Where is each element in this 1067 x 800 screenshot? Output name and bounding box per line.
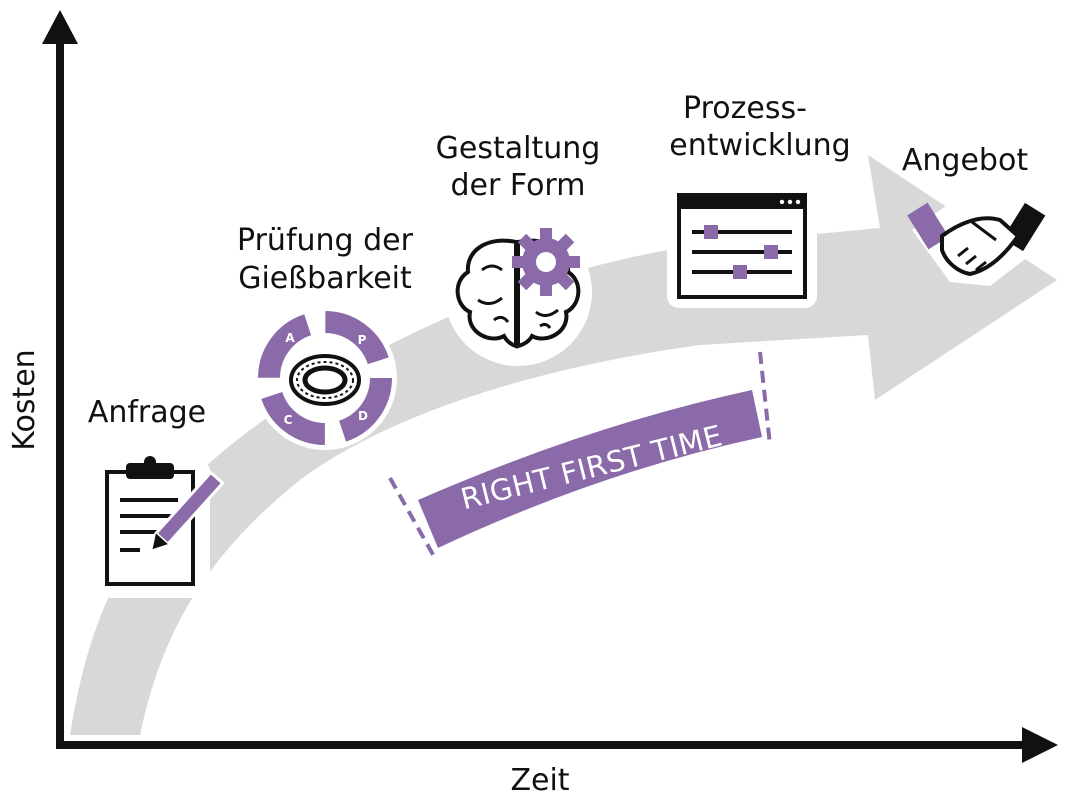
banner-right-marker xyxy=(758,351,772,446)
step-gestaltung: Gestaltung der Form xyxy=(436,131,601,366)
step-prozess-label-line1: Prozess- xyxy=(683,91,807,126)
step-prozessentwicklung: Prozess- entwicklung xyxy=(667,91,851,308)
step-gestaltung-label-line1: Gestaltung xyxy=(436,131,601,166)
x-axis-label: Zeit xyxy=(510,763,569,798)
axes: Zeit Kosten xyxy=(7,10,1058,798)
clipboard-pencil-icon xyxy=(98,456,225,598)
brain-gear-icon xyxy=(444,218,592,366)
step-pruefung-label-line2: Gießbarkeit xyxy=(238,261,412,296)
pdca-cycle-icon: A P C D xyxy=(253,306,397,450)
step-pruefung: Prüfung der Gießbarkeit A P C D xyxy=(237,223,414,450)
step-angebot-label: Angebot xyxy=(902,143,1028,178)
step-anfrage-label: Anfrage xyxy=(88,395,206,430)
step-angebot: Angebot xyxy=(902,143,1050,286)
step-prozess-label-line2: entwicklung xyxy=(669,128,850,163)
step-pruefung-label-line1: Prüfung der xyxy=(237,223,414,258)
pdca-letter-c: C xyxy=(284,413,293,427)
process-window-icon xyxy=(667,182,817,308)
handshake-icon xyxy=(907,196,1050,286)
pdca-letter-d: D xyxy=(358,409,368,423)
y-axis-arrowhead xyxy=(42,10,78,44)
pdca-letter-a: A xyxy=(285,331,295,345)
x-axis-arrowhead xyxy=(1022,727,1058,763)
step-anfrage: Anfrage xyxy=(88,395,225,598)
banner-ribbon xyxy=(418,390,762,548)
y-axis-label: Kosten xyxy=(7,349,42,450)
banner-left-marker xyxy=(388,477,438,561)
step-gestaltung-label-line2: der Form xyxy=(451,168,586,203)
pdca-letter-p: P xyxy=(358,333,367,347)
